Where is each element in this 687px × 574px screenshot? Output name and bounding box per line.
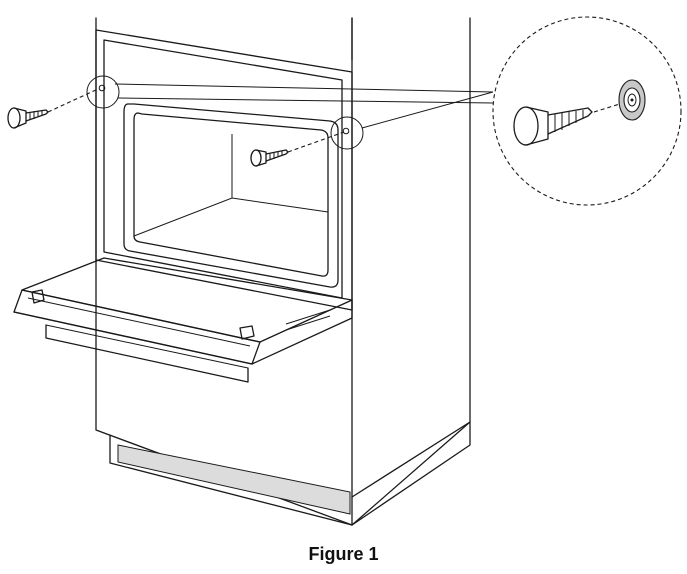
zoom-leader-line xyxy=(117,97,494,104)
figure-caption: Figure 1 xyxy=(308,544,379,564)
door-hinge-left xyxy=(31,289,45,304)
fixing-hole-right xyxy=(342,127,350,135)
oven-cavity xyxy=(123,103,339,288)
zoom-leader-line xyxy=(361,91,494,129)
oven-door-open xyxy=(13,257,353,383)
screw-icon xyxy=(7,107,49,129)
screw-icon xyxy=(513,106,593,146)
screw-icon xyxy=(250,149,289,167)
zoom-detail-circle xyxy=(492,16,682,206)
screw-hole-icon xyxy=(618,79,646,121)
door-hinge-right xyxy=(239,325,255,340)
highlight-circle-right xyxy=(330,116,364,150)
highlight-circle-left xyxy=(86,75,120,109)
fixing-points xyxy=(86,75,364,150)
zoom-leader-line xyxy=(114,83,494,93)
cabinet-plinth xyxy=(109,421,471,526)
fixing-hole-left xyxy=(98,84,106,92)
